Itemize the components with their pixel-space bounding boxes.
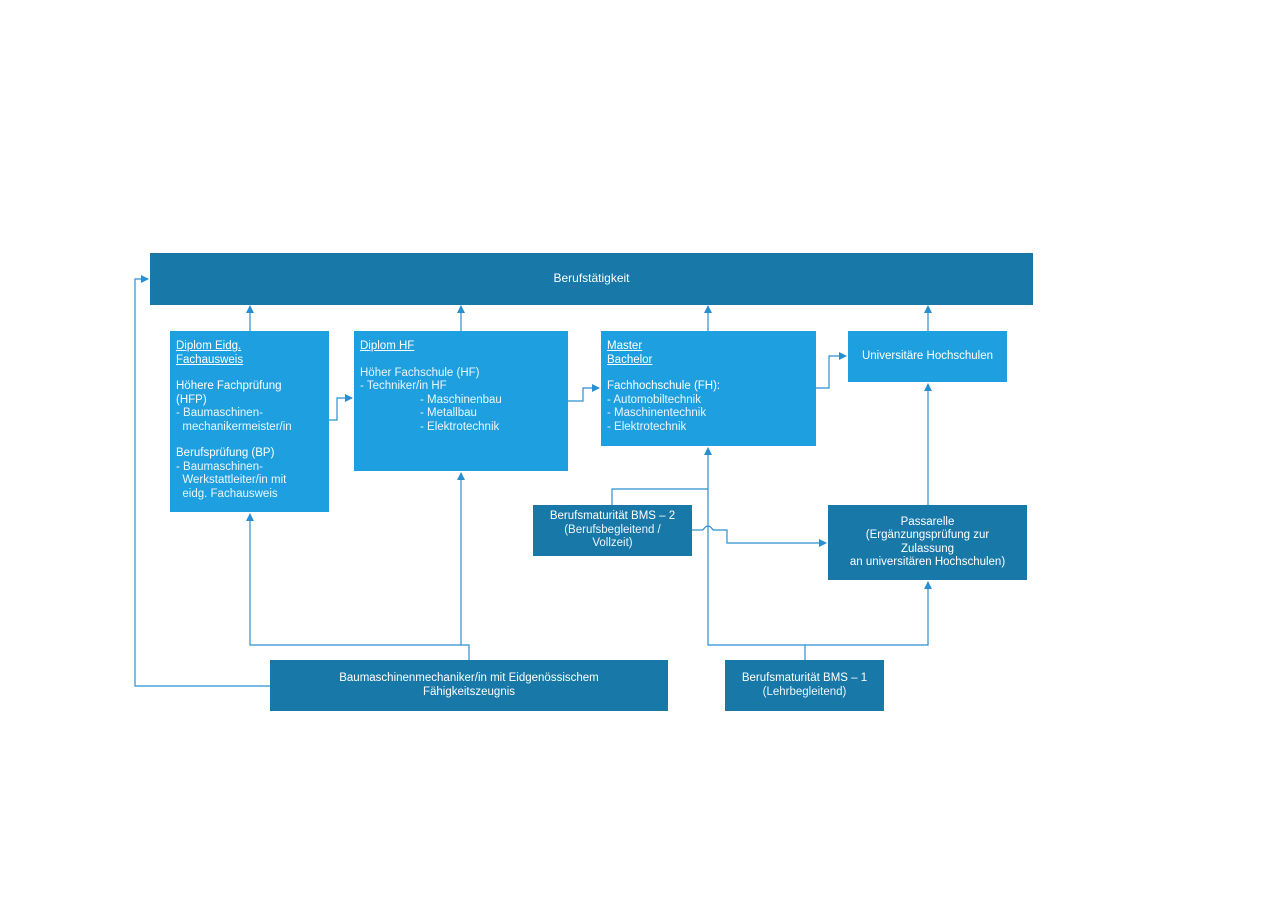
passarelle-sub: (Ergänzungsprüfung zur [865,529,990,541]
passarelle-box: Passarelle (Ergänzungsprüfung zur Zulass… [828,505,1027,580]
bms1-title: Berufsmaturität BMS – 1 [741,672,868,684]
baumaschinen-line: Baumaschinenmechaniker/in mit Eidgenössi… [339,672,599,684]
bp-title: Berufsprüfung (BP) [176,447,275,459]
diplom-eidg-heading-line: Fachausweis [176,353,244,366]
hf-item: - Elektrotechnik [420,420,500,433]
berufstaetigkeit-box: Berufstätigkeit [150,253,1033,305]
diplom-hf-heading: Diplom HF [360,340,415,352]
hfp-item: mechanikermeister/in [176,420,292,433]
hf-item: - Metallbau [420,407,477,419]
hfp-item: - Baumaschinen- [176,407,263,419]
baumaschinen-box: Baumaschinenmechaniker/in mit Eidgenössi… [270,660,668,711]
universitaere-box: Universitäre Hochschulen [848,331,1007,382]
fh-item: - Elektrotechnik [607,420,687,433]
hf-school: Höher Fachschule (HF) [360,366,480,379]
bms2-sub: (Berufsbegleitend / [564,523,661,536]
bms1-box: Berufsmaturität BMS – 1 (Lehrbegleitend) [725,660,884,711]
bp-item: Werkstattleiter/in mit [176,474,287,486]
hf-item: - Maschinenbau [420,393,502,406]
passarelle-title: Passarelle [900,515,955,528]
bms2-title: Berufsmaturität BMS – 2 [549,510,676,523]
bms2-box: Berufsmaturität BMS – 2 (Berufsbegleiten… [533,505,692,556]
bms1-sub: (Lehrbegleitend) [762,685,847,698]
diplom-eidg-box: Diplom Eidg. Fachausweis Höhere Fachprüf… [170,331,329,512]
baumaschinen-line: Fähigkeitszeugnis [422,685,516,698]
universitaere-label: Universitäre Hochschulen [861,349,994,362]
fh-school: Fachhochschule (FH): [607,380,721,392]
master-bachelor-box: Master Bachelor Fachhochschule (FH): - A… [601,331,816,446]
hfp-title: Höhere Fachprüfung [176,380,282,392]
master-heading: Master [607,340,643,352]
passarelle-sub: an universitären Hochschulen) [849,556,1006,568]
bms2-sub: Vollzeit) [592,537,633,550]
passarelle-sub: Zulassung [900,542,955,555]
hfp-title: (HFP) [176,393,207,406]
bp-item: eidg. Fachausweis [176,487,278,500]
diplom-hf-box: Diplom HF Höher Fachschule (HF) - Techni… [354,331,568,471]
fh-item: - Automobiltechnik [607,393,701,406]
hf-techniker: - Techniker/in HF [360,380,447,392]
bachelor-heading: Bachelor [607,353,653,366]
bp-item: - Baumaschinen- [176,460,263,473]
diplom-eidg-heading-line: Diplom Eidg. [176,340,242,352]
fh-item: - Maschinentechnik [607,407,707,419]
berufstaetigkeit-label: Berufstätigkeit [553,271,630,286]
